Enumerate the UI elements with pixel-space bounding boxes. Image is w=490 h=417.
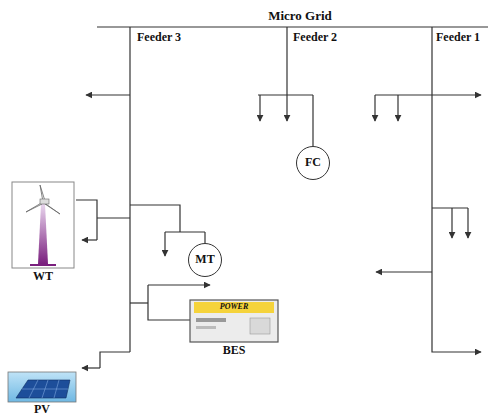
load-arrow [148,284,210,285]
feeder-label: Feeder 2 [293,31,337,45]
node-label: MT [189,253,221,267]
node-label: BES [190,344,278,358]
wire [148,285,190,320]
wire [100,352,130,368]
wind-turbine-picture [12,182,74,268]
load-arrow [375,94,481,95]
wire [97,217,130,218]
wire [130,302,148,303]
load-arrow [259,95,260,121]
title-text: Micro Grid [268,9,332,24]
load-arrow [86,94,130,95]
micro-turbine-circle: MT [188,243,222,277]
load-arrow [82,239,97,240]
load-arrow [374,95,375,121]
wire [204,232,205,243]
wire [165,231,205,232]
solar-panel-picture [8,372,76,402]
load-arrow [397,95,398,121]
main-bus [97,26,488,27]
wind-turbine-node: WT [10,182,76,284]
bus-lines [76,27,488,368]
wire [258,94,313,95]
load-arrow [82,367,100,368]
battery-storage-node: POWER BES [190,300,278,360]
load-arrow [467,208,468,238]
load-arrow [451,208,452,238]
load-arrow [164,232,165,256]
feeder-label: Feeder 3 [137,31,181,45]
wire [432,207,468,208]
feeder-label: Feeder 1 [436,31,480,45]
node-label: PV [6,403,78,417]
battery-picture [190,300,278,342]
photovoltaic-node: PV [6,372,78,415]
node-label: WT [10,270,76,284]
fuel-cell-circle: FC [296,146,330,180]
load-arrow [376,271,432,272]
wire [312,95,313,146]
badge-text: POWER [190,302,278,311]
load-arrow [286,95,287,121]
feeder-line [432,27,481,352]
wire [76,200,97,240]
feeder-line [286,27,287,95]
wire [130,205,180,232]
node-label: FC [297,156,329,170]
